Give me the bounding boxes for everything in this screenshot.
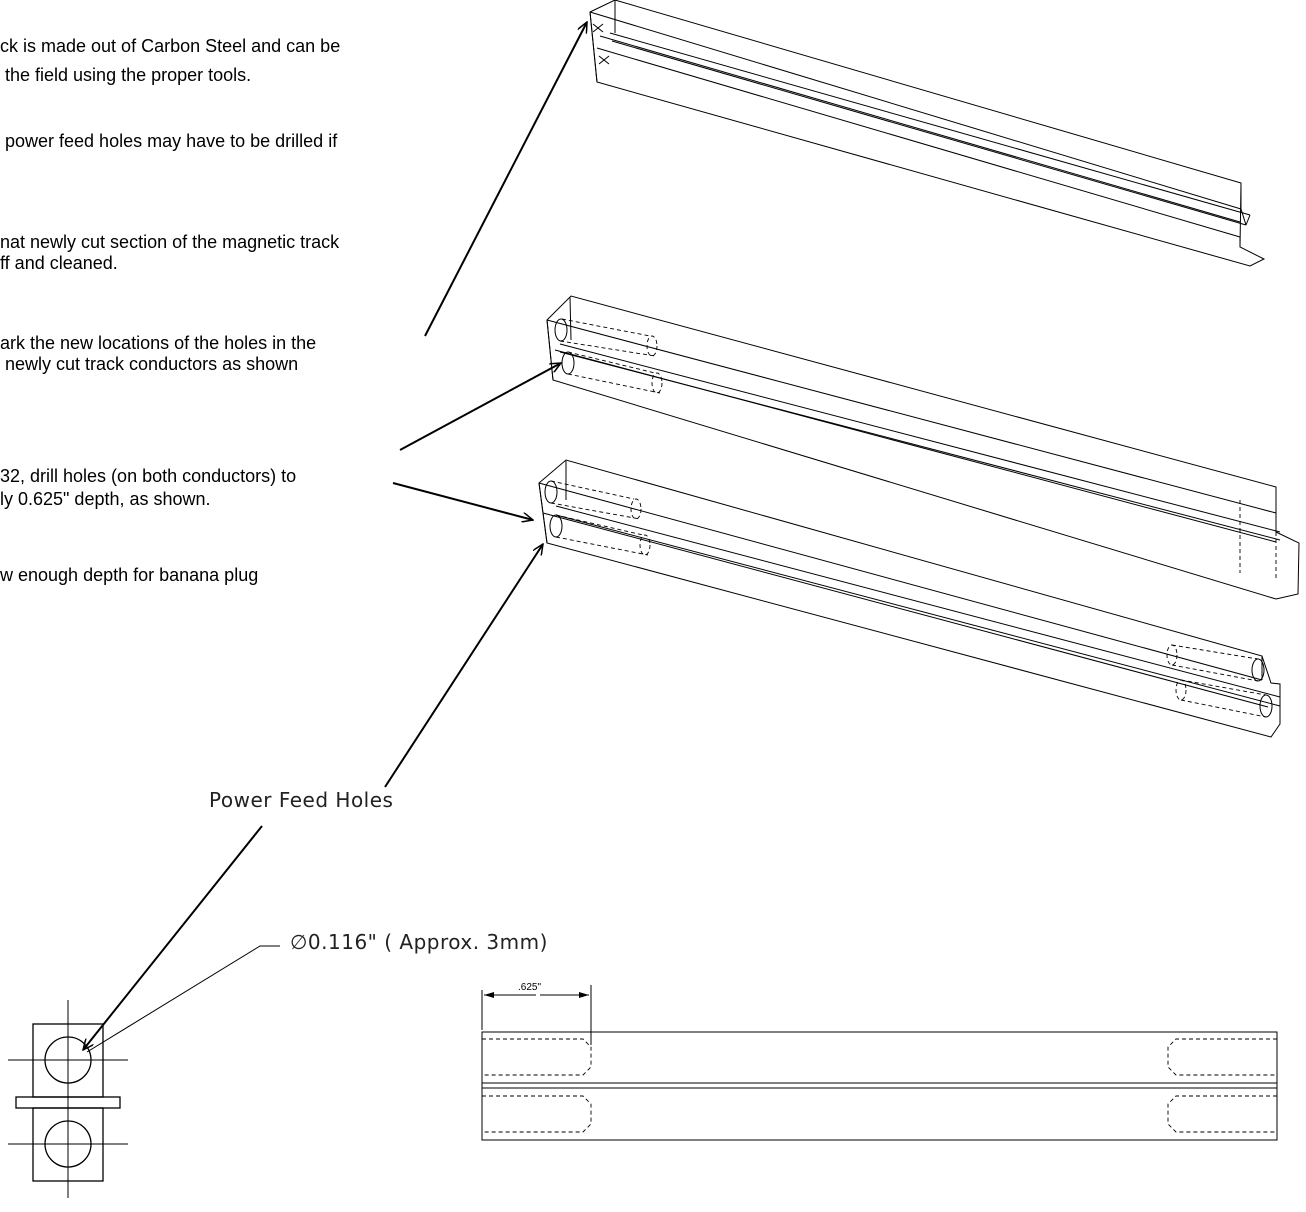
- depth-dimension-label: .625": [518, 982, 542, 993]
- note-line-5: ff and cleaned.: [0, 253, 118, 273]
- note-line-2: the field using the proper tools.: [0, 65, 252, 85]
- track-isometric-uncut: [589, 0, 1266, 267]
- note-line-9: ly 0.625" depth, as shown.: [0, 489, 211, 509]
- note-line-4: nat newly cut section of the magnetic tr…: [0, 232, 340, 252]
- track-isometric-marked: [546, 295, 1300, 600]
- track-end-view: [8, 1000, 128, 1198]
- power-feed-holes-label: Power Feed Holes: [209, 788, 394, 812]
- note-line-10: w enough depth for banana plug: [0, 565, 259, 585]
- note-line-7: newly cut track conductors as shown: [0, 354, 299, 374]
- leader-arrows: [83, 22, 588, 1053]
- note-line-1: ck is made out of Carbon Steel and can b…: [0, 36, 341, 56]
- track-isometric-drilled: [538, 459, 1281, 738]
- hole-diameter-label: ∅0.116" ( Approx. 3mm): [290, 930, 548, 954]
- track-side-view: [481, 985, 1278, 1141]
- note-line-6: ark the new locations of the holes in th…: [0, 333, 317, 353]
- note-line-8: 32, drill holes (on both conductors) to: [0, 466, 297, 486]
- note-line-3: power feed holes may have to be drilled …: [0, 131, 338, 151]
